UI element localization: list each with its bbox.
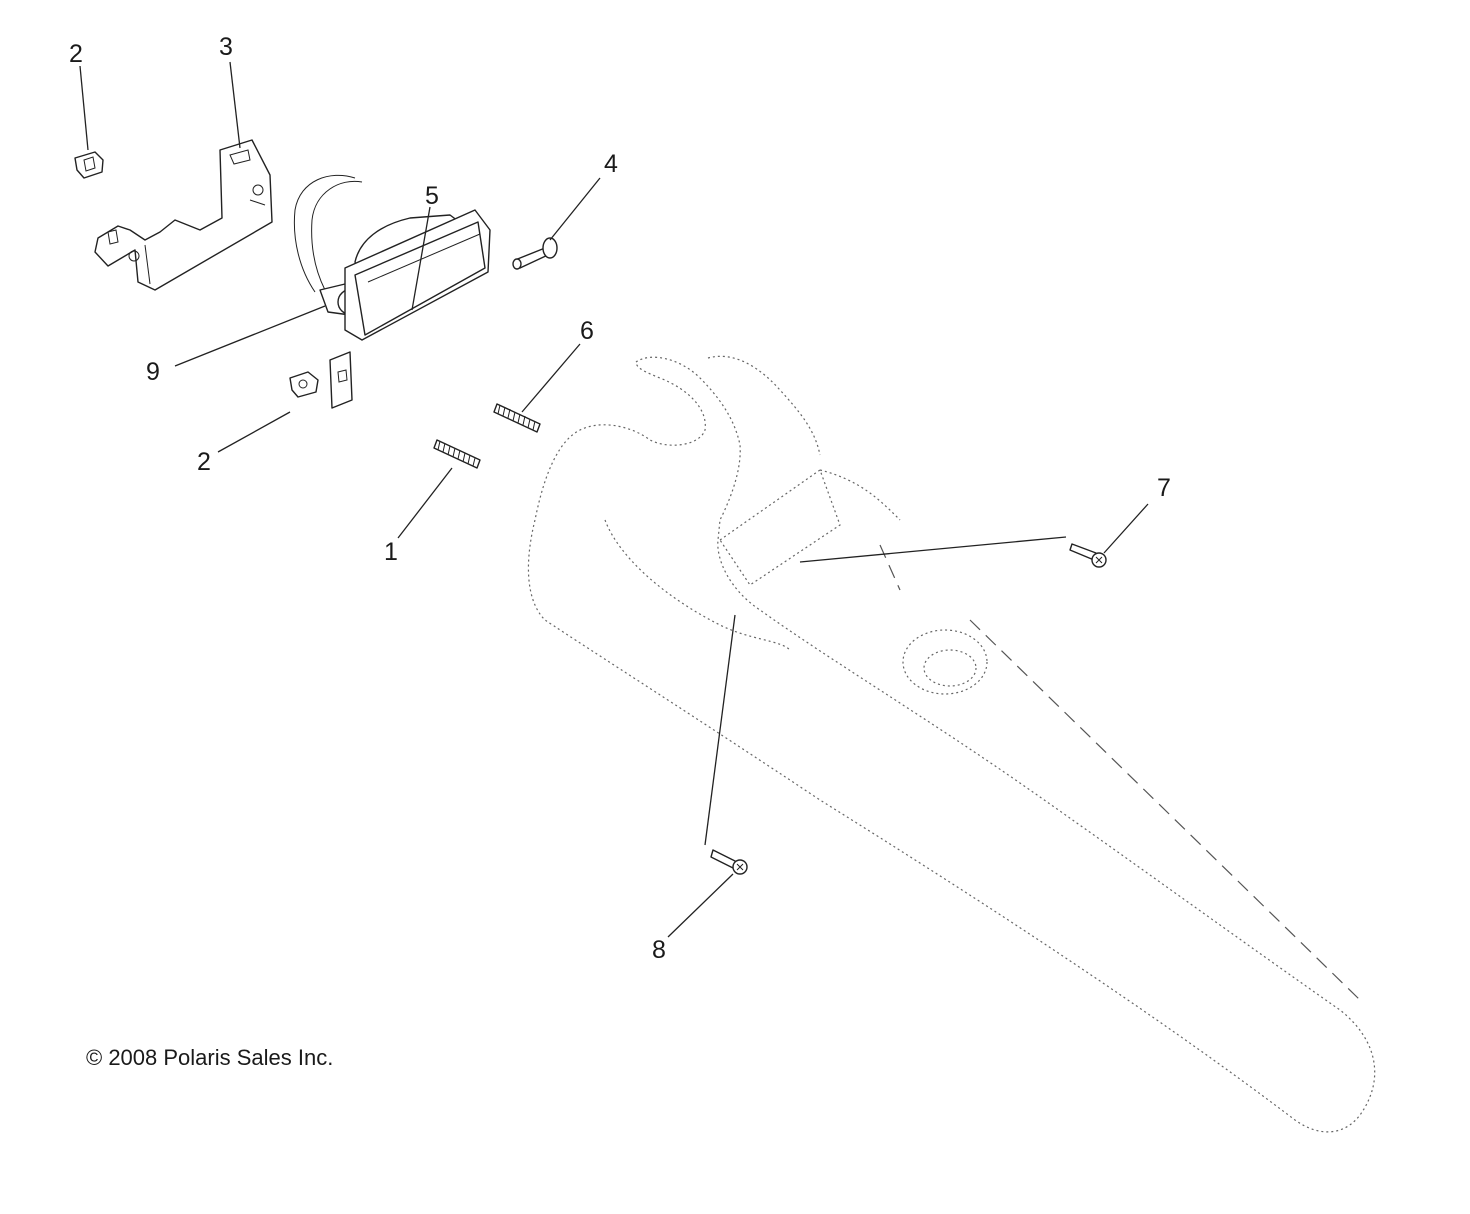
clip-nut-lower-icon <box>289 371 319 398</box>
spring-1-icon <box>433 439 481 469</box>
callout-2-lower: 2 <box>197 448 211 476</box>
copyright-notice: © 2008 Polaris Sales Inc. <box>86 1045 334 1070</box>
callout-2-top: 2 <box>69 40 83 68</box>
screw-4-icon <box>512 237 558 270</box>
callout-8: 8 <box>652 936 666 964</box>
callout-1: 1 <box>384 538 398 566</box>
leader-lines <box>79 61 1149 938</box>
clip-nut-top-icon <box>74 151 104 179</box>
mounting-bracket-icon <box>94 139 273 291</box>
callout-4: 4 <box>604 150 618 178</box>
screw-8-icon <box>710 849 748 875</box>
tail-light-assembly-icon <box>329 209 491 409</box>
callout-9: 9 <box>146 358 160 386</box>
spring-6-icon <box>493 403 541 433</box>
callout-3: 3 <box>219 33 233 61</box>
screw-7-icon <box>1069 543 1107 568</box>
callout-6: 6 <box>580 317 594 345</box>
callout-5: 5 <box>425 182 439 210</box>
fender-phantom <box>527 355 1376 1133</box>
callout-7: 7 <box>1157 474 1171 502</box>
